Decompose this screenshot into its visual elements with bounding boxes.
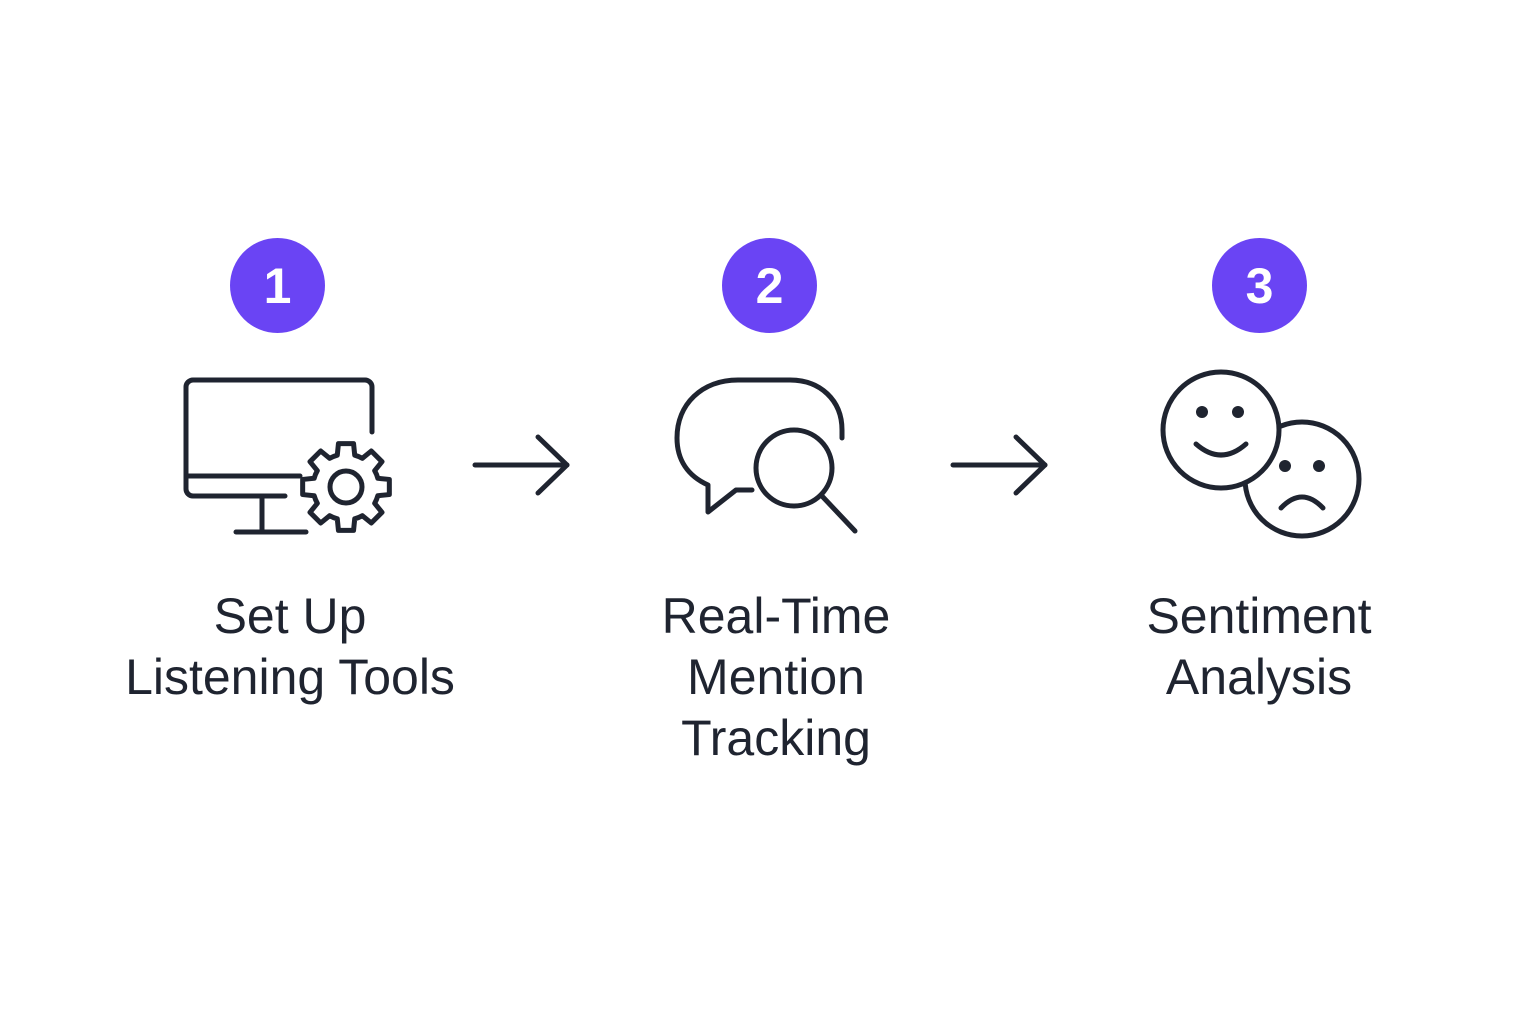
gear-hub [327, 468, 365, 506]
arrow-right-icon [472, 434, 570, 496]
chat-bubble [674, 377, 845, 515]
step-2-number: 2 [755, 257, 784, 314]
step-2-label: Real-Time Mention Tracking [661, 588, 891, 766]
sad-face-frown [1278, 494, 1326, 511]
sad-face-left-eye [1279, 460, 1291, 472]
step-1-badge: 1 [230, 238, 325, 333]
happy-face-smile [1193, 441, 1249, 458]
step-3-badge: 3 [1212, 238, 1307, 333]
happy-face-right-eye [1232, 406, 1244, 418]
chat-bubble-with-magnifier-icon [674, 377, 858, 534]
monitor-frame [183, 377, 375, 499]
happy-face [1160, 369, 1282, 491]
step-1-label: Set Up Listening Tools [125, 588, 455, 705]
sad-face-right-eye [1313, 460, 1325, 472]
magnifier-lens [753, 427, 835, 509]
step-2-badge: 2 [722, 238, 817, 333]
step-1-number: 1 [263, 257, 292, 314]
magnifier-handle [818, 492, 858, 534]
step-3-number: 3 [1245, 257, 1274, 314]
happy-and-sad-faces-icon [1160, 369, 1362, 539]
happy-face-left-eye [1196, 406, 1208, 418]
step-3-label: Sentiment Analysis [1146, 588, 1372, 705]
gear-outline [300, 441, 392, 533]
monitor-with-gear-icon [183, 377, 392, 535]
arrow-right-icon [950, 434, 1048, 496]
